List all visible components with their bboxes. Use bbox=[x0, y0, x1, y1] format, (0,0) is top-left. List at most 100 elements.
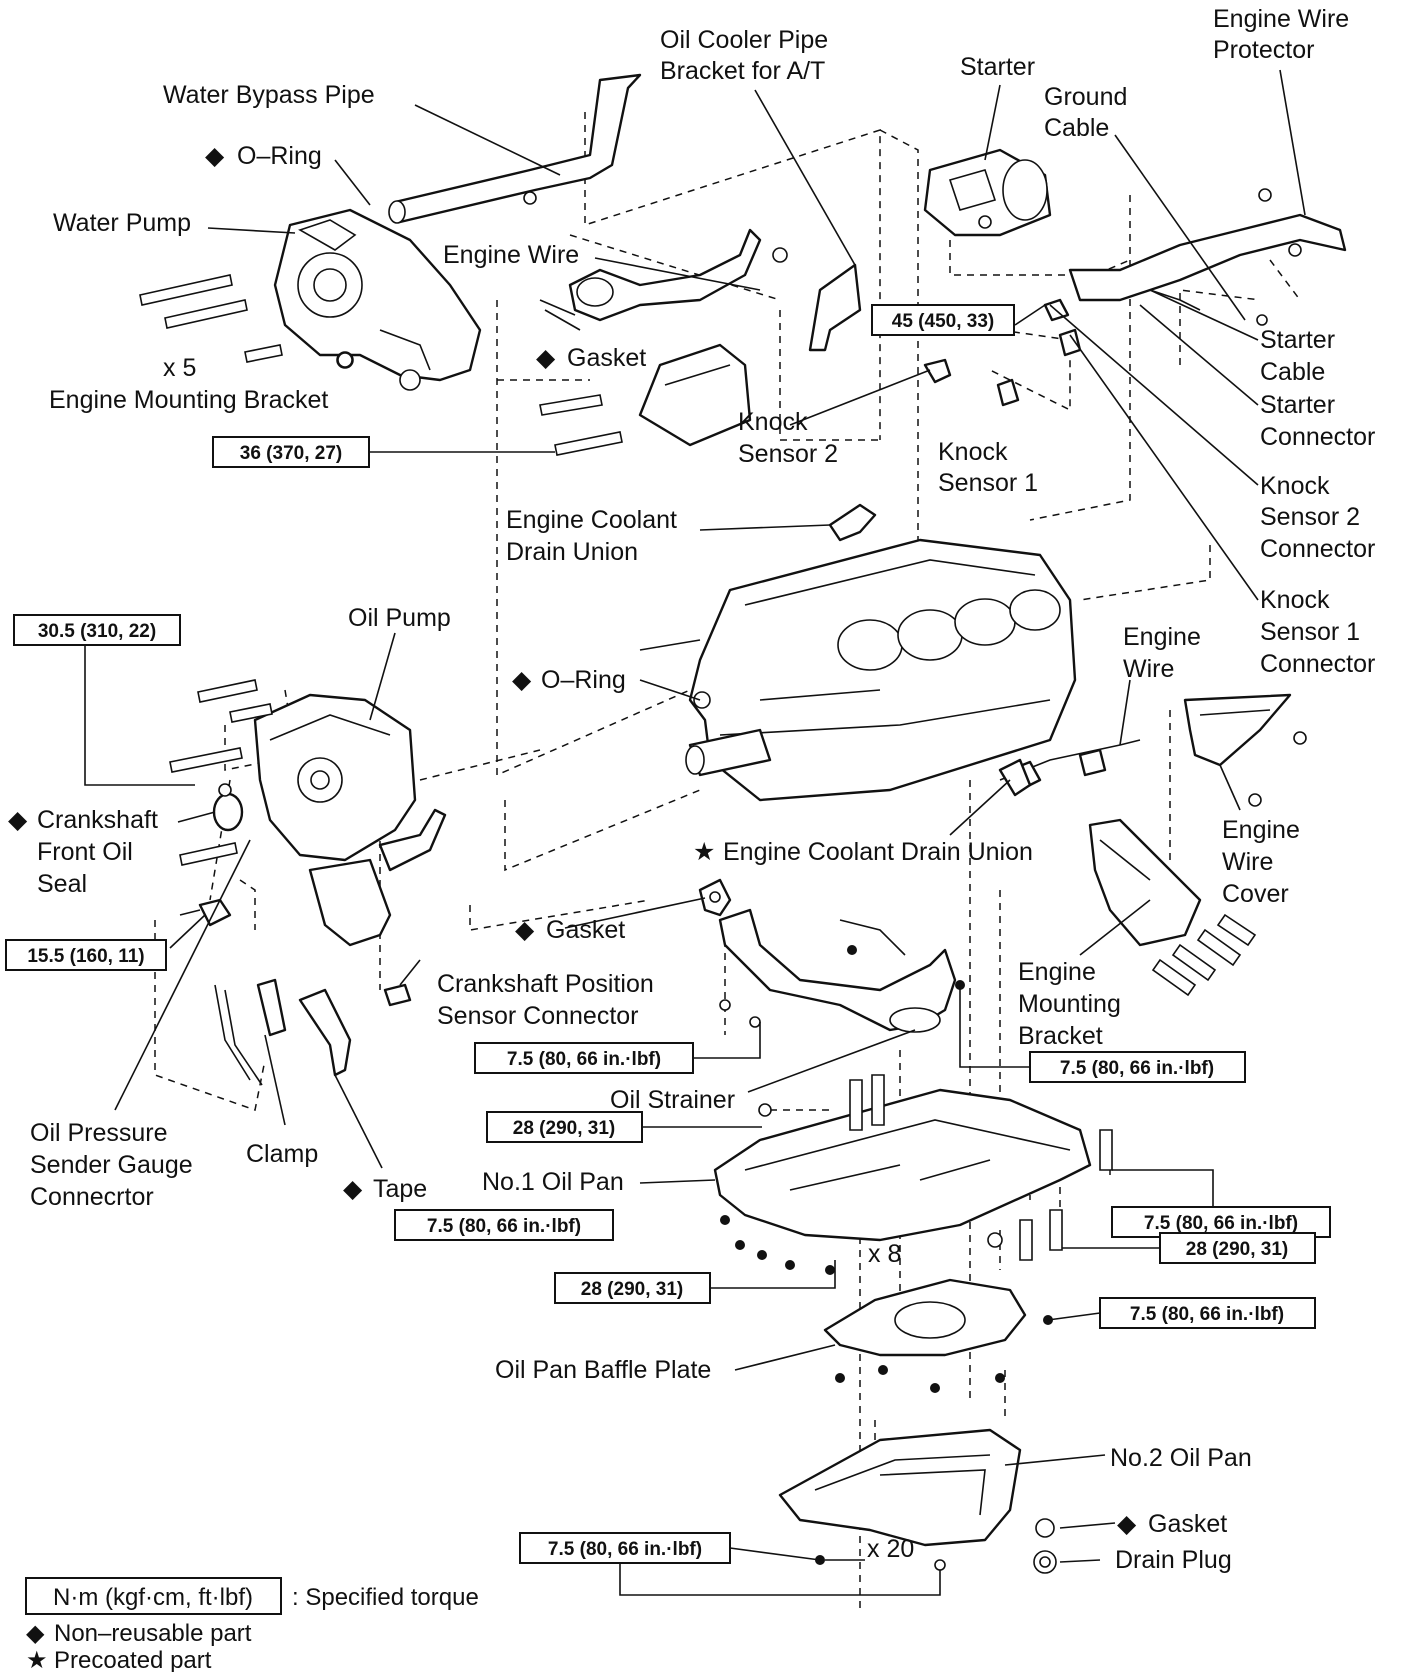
label-engine-wire-cover-1: Engine bbox=[1222, 816, 1300, 844]
label-knock-sensor1-2: Sensor 1 bbox=[938, 469, 1038, 497]
label-ks2-connector-2: Sensor 2 bbox=[1260, 503, 1360, 531]
label-oil-pressure-2: Sender Gauge bbox=[30, 1151, 193, 1179]
water-pump-bolts bbox=[139, 274, 353, 368]
engine-block-drawing bbox=[639, 538, 1077, 802]
label-oil-pressure-3: Connecrtor bbox=[30, 1183, 154, 1211]
label-cps-connector-1: Crankshaft Position bbox=[437, 970, 654, 998]
label-ks1-connector-3: Connector bbox=[1260, 650, 1375, 678]
label-coolant-drain-union-star: Engine Coolant Drain Union bbox=[723, 838, 1033, 866]
torque-baffle: 7.5 (80, 66 in.·lbf) bbox=[1130, 1304, 1284, 1325]
torque-28-lower: 28 (290, 31) bbox=[581, 1279, 683, 1300]
label-engine-mounting-bracket-1: Engine Mounting Bracket bbox=[49, 386, 328, 414]
label-coolant-drain-union-1: Engine Coolant bbox=[506, 506, 677, 534]
label-oring-1: O–Ring bbox=[237, 142, 322, 170]
label-crank-seal-2: Front Oil bbox=[37, 838, 133, 866]
clamp-tape-drawing bbox=[179, 898, 352, 1086]
torque-45: 45 (450, 33) bbox=[892, 311, 994, 332]
legend: N·m (kgf·cm, ft·lbf) : Specified torque … bbox=[25, 1577, 479, 1672]
label-clamp: Clamp bbox=[246, 1140, 318, 1168]
label-starter-connector-1: Starter bbox=[1260, 391, 1335, 419]
label-knock-sensor2-1: Knock bbox=[738, 408, 808, 436]
label-oil-pressure-1: Oil Pressure bbox=[30, 1119, 168, 1147]
label-oil-pump: Oil Pump bbox=[348, 604, 451, 632]
torque-pan-left: 7.5 (80, 66 in.·lbf) bbox=[427, 1216, 581, 1237]
oil-pan-baffle-drawing bbox=[823, 1278, 1053, 1393]
label-oring-2: O–Ring bbox=[541, 666, 626, 694]
torque-pan-right: 7.5 (80, 66 in.·lbf) bbox=[1144, 1213, 1298, 1234]
label-no2-oil-pan: No.2 Oil Pan bbox=[1110, 1444, 1252, 1472]
leader-lines bbox=[84, 69, 1306, 1596]
torque-box-pan-upper bbox=[486, 1111, 643, 1143]
label-engine-wire-protector-1: Engine Wire bbox=[1213, 5, 1349, 33]
label-oil-cooler-pipe-2: Bracket for A/T bbox=[660, 57, 825, 85]
label-engine-wire-2b: Wire bbox=[1123, 655, 1174, 683]
torque-box-28-right bbox=[1159, 1232, 1316, 1264]
torque-strainer-right: 7.5 (80, 66 in.·lbf) bbox=[1060, 1058, 1214, 1079]
legend-torque-units: N·m (kgf·cm, ft·lbf) bbox=[53, 1584, 253, 1611]
label-x20: x 20 bbox=[867, 1535, 914, 1563]
torque-no2-pan: 7.5 (80, 66 in.·lbf) bbox=[548, 1539, 702, 1560]
cps-connector-drawing bbox=[383, 959, 421, 1007]
torque-box-strainer-left bbox=[474, 1042, 694, 1074]
label-gasket-3: Gasket bbox=[1148, 1510, 1227, 1538]
label-drain-plug: Drain Plug bbox=[1115, 1546, 1232, 1574]
water-bypass-pipe-drawing bbox=[388, 73, 642, 224]
water-pump-drawing bbox=[273, 208, 482, 391]
label-engine-wire-cover-3: Cover bbox=[1222, 880, 1289, 908]
legend-torque-desc: : Specified torque bbox=[292, 1584, 479, 1611]
no1-oil-pan-drawing bbox=[713, 1074, 1113, 1275]
label-ks1-connector-2: Sensor 1 bbox=[1260, 618, 1360, 646]
diamond-symbol: ◆ bbox=[515, 916, 535, 944]
label-engine-wire-2a: Engine bbox=[1123, 623, 1201, 651]
label-engine-wire-protector-2: Protector bbox=[1213, 36, 1314, 64]
diamond-symbol: ◆ bbox=[343, 1175, 363, 1203]
engine-mounting-bracket-lower-drawing bbox=[1088, 818, 1257, 997]
starter-cable-drawing bbox=[1068, 188, 1347, 326]
torque-box-45 bbox=[871, 304, 1015, 336]
label-x8: x 8 bbox=[868, 1240, 901, 1268]
legend-star-symbol: ★ bbox=[26, 1647, 48, 1672]
label-oil-strainer: Oil Strainer bbox=[610, 1086, 735, 1114]
label-ground-cable-1: Ground bbox=[1044, 83, 1127, 111]
no2-oil-pan-drawing bbox=[778, 1428, 1057, 1574]
torque-box-30-5 bbox=[13, 614, 181, 646]
label-ground-cable-2: Cable bbox=[1044, 114, 1109, 142]
torque-28-right: 28 (290, 31) bbox=[1186, 1239, 1288, 1260]
label-crank-seal-1: Crankshaft bbox=[37, 806, 158, 834]
label-starter-cable-2: Cable bbox=[1260, 358, 1325, 386]
label-tape: Tape bbox=[373, 1175, 427, 1203]
label-water-pump: Water Pump bbox=[53, 209, 191, 237]
legend-non-reusable: Non–reusable part bbox=[54, 1620, 252, 1647]
torque-box-strainer-right bbox=[1029, 1051, 1246, 1083]
label-ks2-connector-1: Knock bbox=[1260, 472, 1330, 500]
label-oil-pan-baffle: Oil Pan Baffle Plate bbox=[495, 1356, 711, 1384]
oil-pump-drawing bbox=[169, 679, 417, 866]
label-engine-mounting-bracket-2c: Bracket bbox=[1018, 1022, 1103, 1050]
label-cps-connector-2: Sensor Connector bbox=[437, 1002, 639, 1030]
torque-36: 36 (370, 27) bbox=[240, 443, 342, 464]
diamond-symbol: ◆ bbox=[512, 666, 532, 694]
torque-box-28-lower bbox=[554, 1272, 711, 1304]
torque-box-no2-pan bbox=[519, 1532, 731, 1564]
label-ks2-connector-3: Connector bbox=[1260, 535, 1375, 563]
oil-filter-drawing bbox=[308, 808, 447, 947]
legend-precoated: Precoated part bbox=[54, 1647, 212, 1672]
diamond-symbol: ◆ bbox=[1117, 1510, 1137, 1538]
label-coolant-drain-union-2: Drain Union bbox=[506, 538, 638, 566]
label-engine-mounting-bracket-2a: Engine bbox=[1018, 958, 1096, 986]
label-knock-sensor1-1: Knock bbox=[938, 438, 1008, 466]
label-starter: Starter bbox=[960, 53, 1035, 81]
starter-drawing bbox=[923, 148, 1052, 237]
label-crank-seal-3: Seal bbox=[37, 870, 87, 898]
label-oil-cooler-pipe-1: Oil Cooler Pipe bbox=[660, 26, 828, 54]
legend-torque-box bbox=[25, 1577, 282, 1615]
torque-box-15-5 bbox=[5, 939, 167, 971]
torque-strainer-left: 7.5 (80, 66 in.·lbf) bbox=[507, 1049, 661, 1070]
label-x5: x 5 bbox=[163, 354, 196, 382]
lower-union-gasket-drawing bbox=[698, 758, 1032, 917]
diamond-symbol: ◆ bbox=[536, 344, 556, 372]
label-no1-oil-pan: No.1 Oil Pan bbox=[482, 1168, 624, 1196]
label-starter-connector-2: Connector bbox=[1260, 423, 1375, 451]
torque-box-pan-left bbox=[394, 1209, 614, 1241]
